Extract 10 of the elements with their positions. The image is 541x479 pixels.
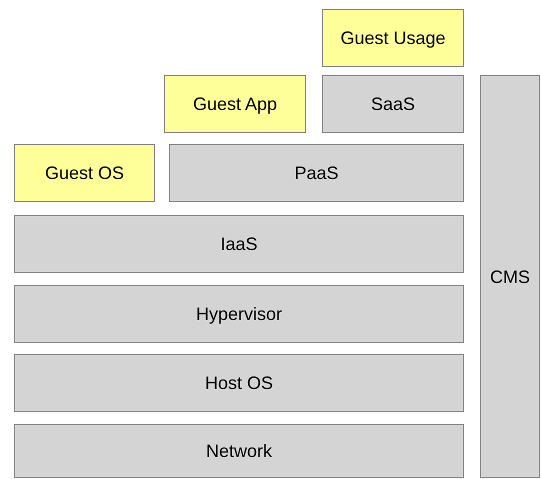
layer-box: CMS <box>480 75 540 478</box>
layer-box: Host OS <box>14 354 464 412</box>
guest-layer-box: Guest App <box>164 75 306 133</box>
layer-box: IaaS <box>14 215 464 273</box>
guest-layer-box: Guest Usage <box>322 9 464 67</box>
layer-box: PaaS <box>169 144 464 202</box>
guest-layer-box: Guest OS <box>14 144 155 202</box>
layer-box: Network <box>14 424 464 478</box>
layer-box: SaaS <box>322 75 464 133</box>
layer-box: Hypervisor <box>14 285 464 343</box>
